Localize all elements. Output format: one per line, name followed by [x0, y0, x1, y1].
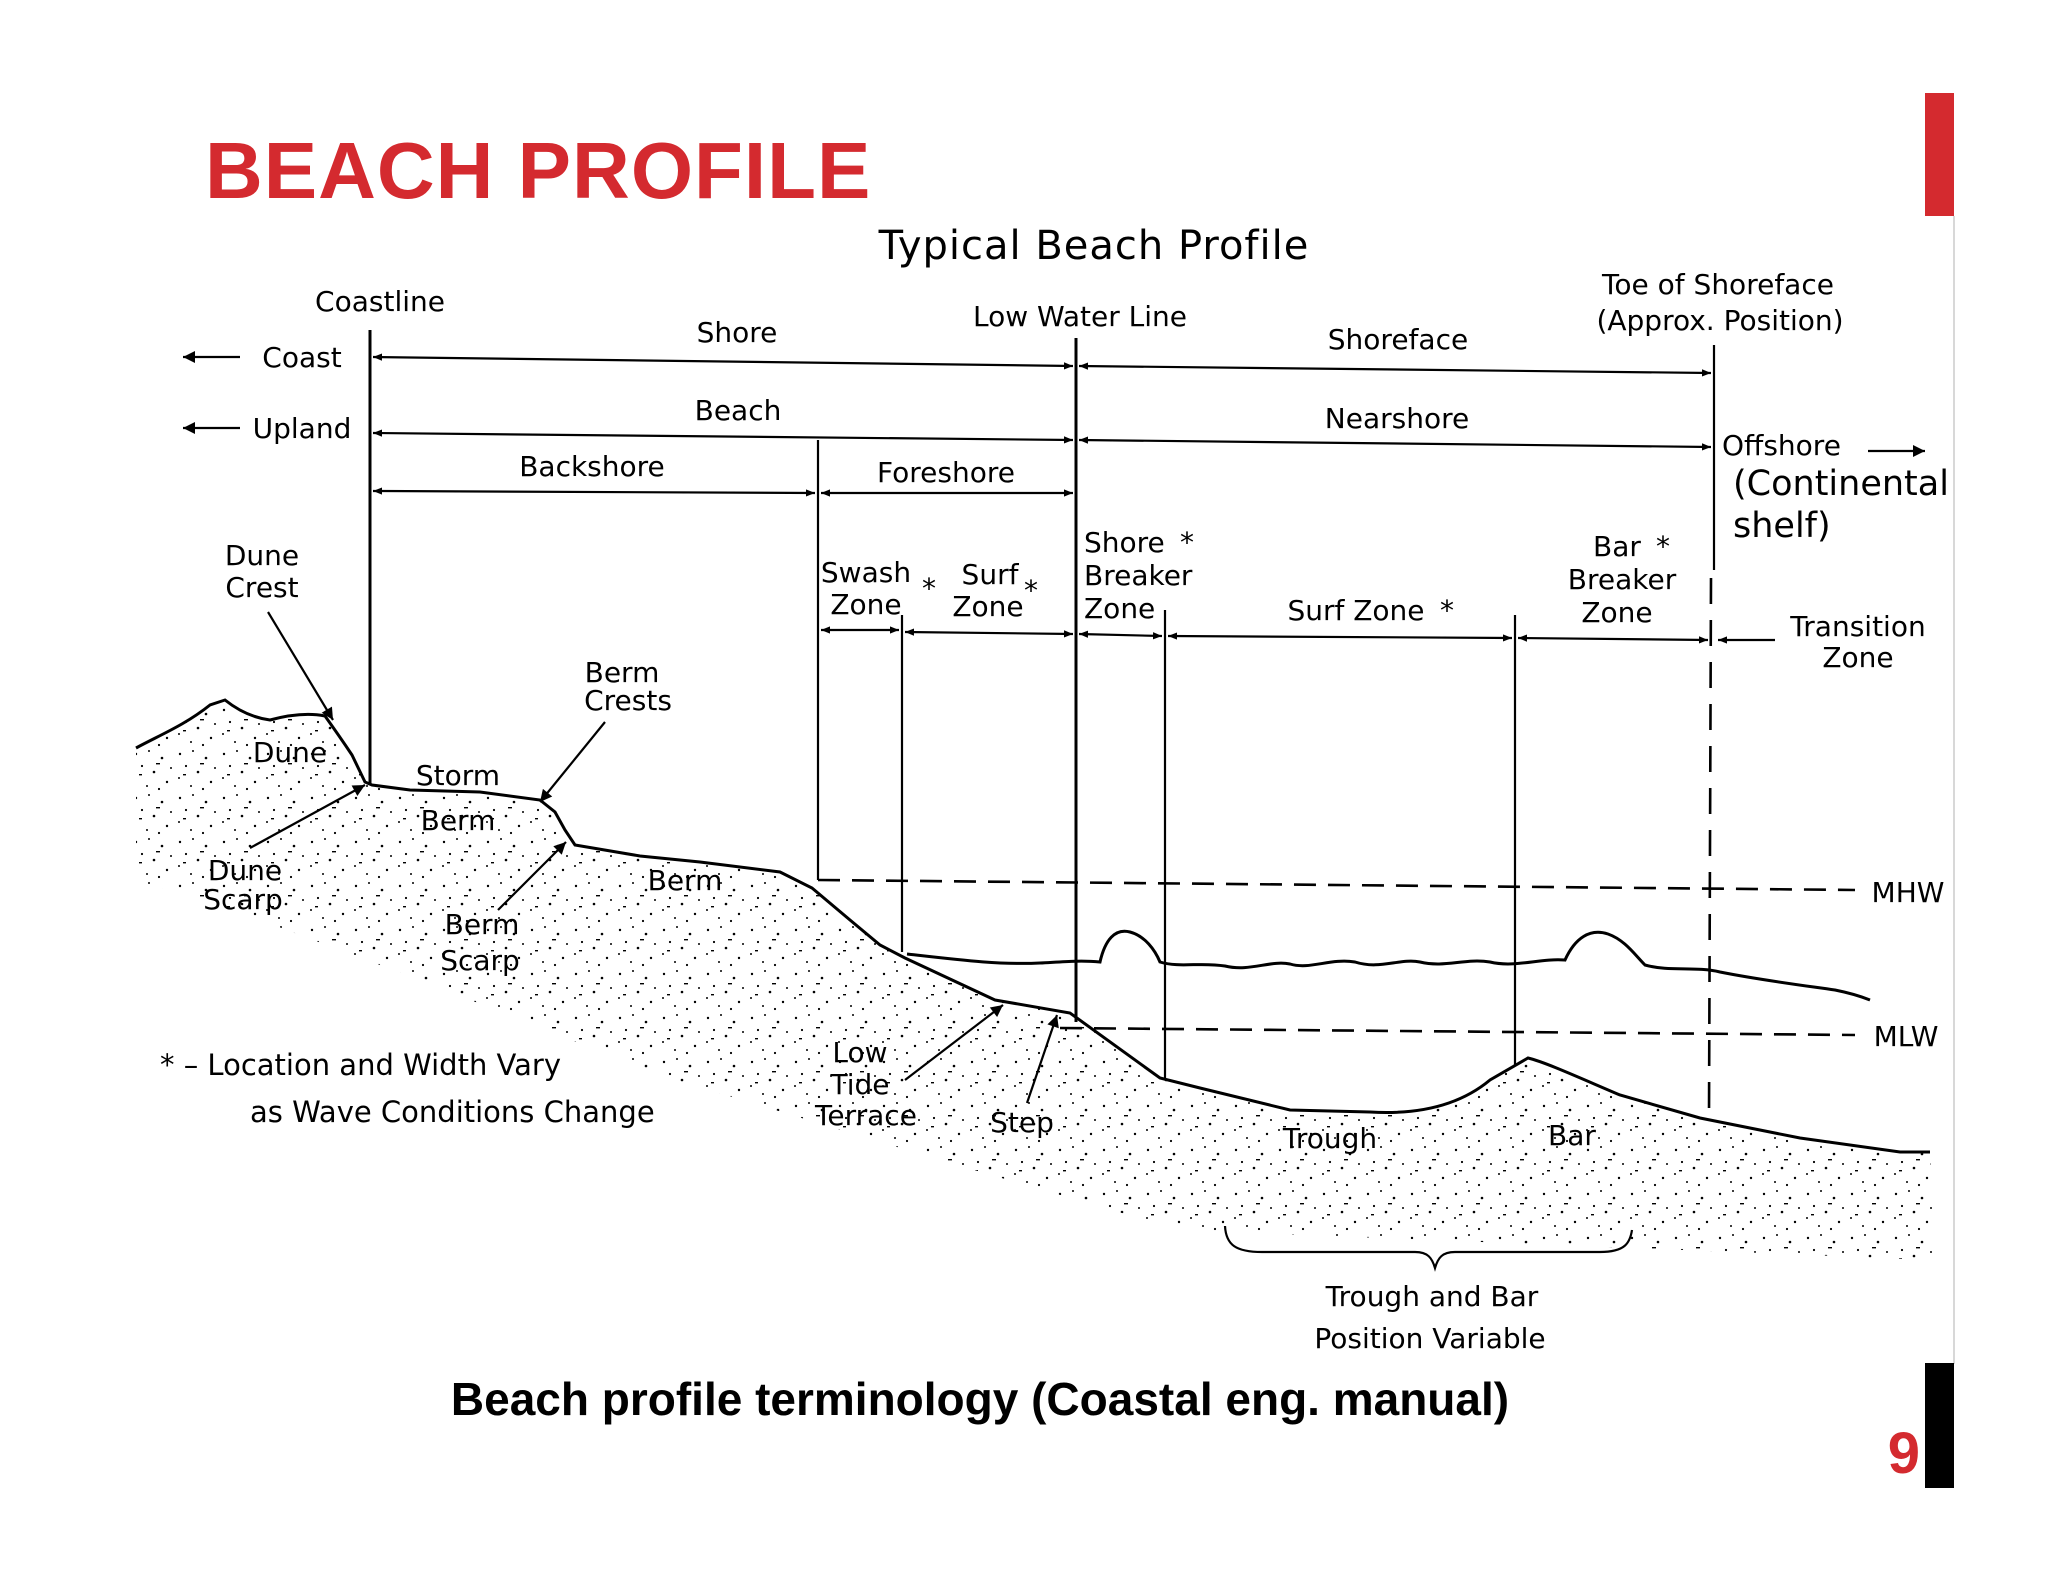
low-tide-terrace-pointer [904, 1004, 1004, 1081]
label-storm: Storm [416, 759, 500, 792]
berm-scarp-pointer [497, 841, 567, 911]
label-low-water-line: Low Water Line [973, 300, 1187, 333]
label-nearshore: Nearshore [1325, 402, 1469, 435]
label-bar-breaker-3: Zone [1581, 596, 1652, 629]
asterisk-surf-small: * [1024, 574, 1038, 607]
label-coastline: Coastline [315, 285, 445, 318]
page-number: 9 [1887, 1421, 1920, 1486]
label-surf-zone-small-2: Zone [952, 590, 1023, 623]
slide-edge-line [1953, 216, 1955, 1364]
label-upland: Upland [253, 412, 352, 445]
label-backshore: Backshore [519, 450, 665, 483]
label-coast: Coast [262, 341, 341, 374]
label-low-tide-terrace: Low [832, 1036, 887, 1069]
note-wave-conditions: as Wave Conditions Change [250, 1095, 655, 1129]
label-shore-breaker-2: Breaker [1084, 559, 1193, 592]
label-bar-breaker: Bar [1593, 530, 1641, 563]
bar-breaker-arrow [1517, 634, 1709, 644]
beach-arrow [372, 429, 1074, 444]
label-dune-crest-2: Crest [225, 571, 298, 604]
label-mhw: MHW [1872, 876, 1945, 909]
label-berm-scarp-2: Scarp [440, 944, 520, 977]
label-swash-zone-2: Zone [830, 588, 901, 621]
asterisk-swash: * [922, 572, 936, 605]
label-dune-crest: Dune [225, 539, 299, 572]
note-location-width: * – Location and Width Vary [160, 1048, 561, 1082]
accent-bar-bottom [1925, 1363, 1954, 1488]
label-surf-zone-small: Surf [962, 558, 1020, 591]
label-continental: (Continental [1733, 464, 1949, 504]
label-position-variable: Position Variable [1314, 1322, 1545, 1355]
backshore-arrow [372, 487, 816, 497]
label-toe-approx-position: (Approx. Position) [1596, 304, 1843, 337]
label-shore-breaker-3: Zone [1084, 592, 1155, 625]
label-berm-crests: Berm [585, 656, 660, 689]
label-shore: Shore [697, 316, 778, 349]
shore-arrow [372, 353, 1074, 370]
figure-caption: Beach profile terminology (Coastal eng. … [450, 1373, 1510, 1425]
label-shelf: shelf) [1733, 506, 1831, 546]
shore-breaker-arrow [1078, 630, 1163, 640]
accent-bar-top [1925, 93, 1954, 216]
label-bar-breaker-2: Breaker [1568, 563, 1677, 596]
label-storm-berm: Berm [421, 804, 496, 837]
diagram-title: Typical Beach Profile [878, 223, 1310, 269]
surf-zone-small-arrow [904, 628, 1074, 638]
label-shoreface: Shoreface [1328, 323, 1468, 356]
label-foreshore: Foreshore [877, 456, 1015, 489]
label-trough: Trough [1282, 1122, 1377, 1155]
mhw-line [817, 878, 1856, 892]
label-dune-scarp-2: Scarp [203, 883, 283, 916]
surf-zone-arrow [1167, 632, 1513, 642]
label-berm-crests-2: Crests [584, 684, 672, 717]
label-mlw: MLW [1874, 1020, 1939, 1053]
label-berm-scarp: Berm [445, 908, 520, 941]
water-surface [906, 929, 1871, 1002]
nearshore-arrow [1078, 436, 1712, 451]
label-offshore: Offshore [1722, 429, 1841, 462]
label-surf-zone: Surf Zone [1287, 594, 1424, 627]
asterisk-shore-breaker: * [1180, 526, 1194, 559]
label-bar: Bar [1548, 1119, 1596, 1152]
label-low-tide-terrace-2: Tide [829, 1068, 889, 1101]
label-shore-breaker: Shore [1084, 526, 1165, 559]
toe-of-shoreface-dashed-line [1707, 577, 1713, 1116]
beach-ground [136, 700, 1935, 1260]
label-low-tide-terrace-3: Terrace [814, 1099, 917, 1132]
beach-profile-line [135, 698, 1930, 1154]
asterisk-bar-breaker: * [1656, 530, 1670, 563]
label-berm: Berm [648, 864, 723, 897]
berm-crests-pointer [539, 721, 606, 803]
label-step: Step [990, 1106, 1054, 1139]
dune-crest-pointer [267, 611, 334, 721]
label-trough-bar: Trough and Bar [1325, 1280, 1539, 1313]
asterisk-surf-zone: * [1440, 594, 1454, 627]
label-transition: Transition [1789, 610, 1925, 643]
label-beach: Beach [695, 394, 782, 427]
step-pointer [1025, 1014, 1059, 1104]
label-dune-scarp: Dune [208, 854, 282, 887]
label-toe-of-shoreface: Toe of Shoreface [1601, 268, 1834, 301]
label-swash-zone: Swash [821, 556, 911, 589]
label-transition-2: Zone [1822, 641, 1893, 674]
mlw-line [1059, 1026, 1856, 1037]
trough-bar-brace [1223, 1225, 1634, 1272]
label-dune: Dune [253, 736, 327, 769]
dune-scarp-pointer [249, 784, 366, 849]
shoreface-arrow [1078, 362, 1712, 377]
slide-title: BEACH PROFILE [205, 126, 872, 215]
